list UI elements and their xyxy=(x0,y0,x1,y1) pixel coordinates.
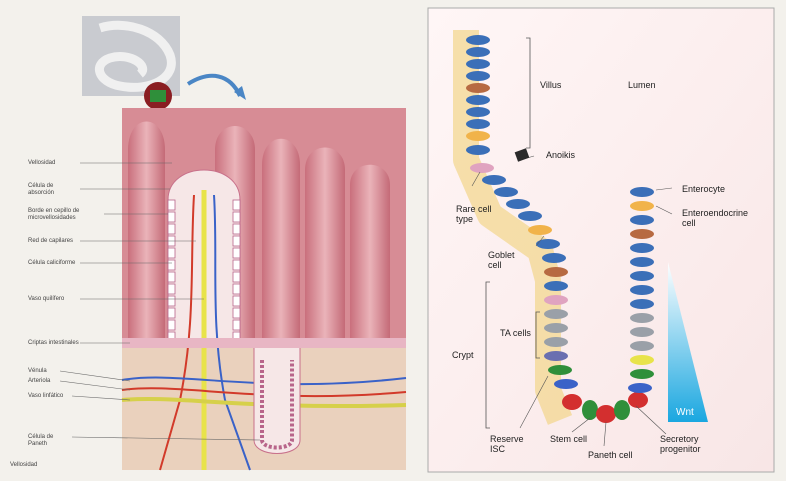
label-intestinal-crypts: Criptas intestinales xyxy=(28,340,79,347)
label-capillary-network: Red de capilares xyxy=(28,238,73,245)
label-stem-cell: Stem cell xyxy=(550,434,587,444)
label-enterocyte: Enterocyte xyxy=(682,184,725,194)
label-villus: Vellosidad xyxy=(28,160,55,167)
label-reserve-isc: Reserve ISC xyxy=(490,434,534,454)
label-paneth-cell-right: Paneth cell xyxy=(588,450,633,460)
label-enteroendocrine-cell: Enteroendocrine cell xyxy=(682,208,760,228)
label-lumen: Lumen xyxy=(628,80,656,90)
villus-5 xyxy=(350,165,390,345)
label-crypt: Crypt xyxy=(452,350,474,360)
label-goblet-cell-right: Goblet cell xyxy=(488,250,524,270)
label-lymphatic-vessel: Vaso linfático xyxy=(28,393,63,400)
label-lacteal: Vaso quilífero xyxy=(28,296,64,303)
zoom-arrow-icon xyxy=(188,76,240,96)
left-panel xyxy=(82,16,406,470)
villus-1 xyxy=(128,122,165,346)
label-ta-cells: TA cells xyxy=(500,328,531,338)
tissue-sample-icon xyxy=(150,90,166,102)
label-secretory-progenitor: Secretory progenitor xyxy=(660,434,730,454)
villus-4 xyxy=(305,148,345,346)
label-brush-border: Borde en cepillo de microvellosidades xyxy=(28,208,112,222)
right-panel xyxy=(428,8,774,472)
crypt-border xyxy=(122,338,406,348)
label-arteriole: Arteriola xyxy=(28,378,50,385)
label-wnt: Wnt xyxy=(676,408,694,418)
label-anoikis: Anoikis xyxy=(546,150,575,160)
label-goblet-cell: Célula caliciforme xyxy=(28,260,75,267)
label-villus-right: Villus xyxy=(540,80,561,90)
villus-3 xyxy=(262,139,300,345)
label-absorptive-cell: Célula de absorción xyxy=(28,183,80,197)
label-paneth-cell: Célula de Paneth xyxy=(28,434,68,448)
right-column-cells xyxy=(628,187,654,393)
label-villus-bottom: Vellosidad xyxy=(10,462,37,469)
label-rare-cell-type: Rare cell type xyxy=(456,204,500,224)
label-venule: Vénula xyxy=(28,368,47,375)
